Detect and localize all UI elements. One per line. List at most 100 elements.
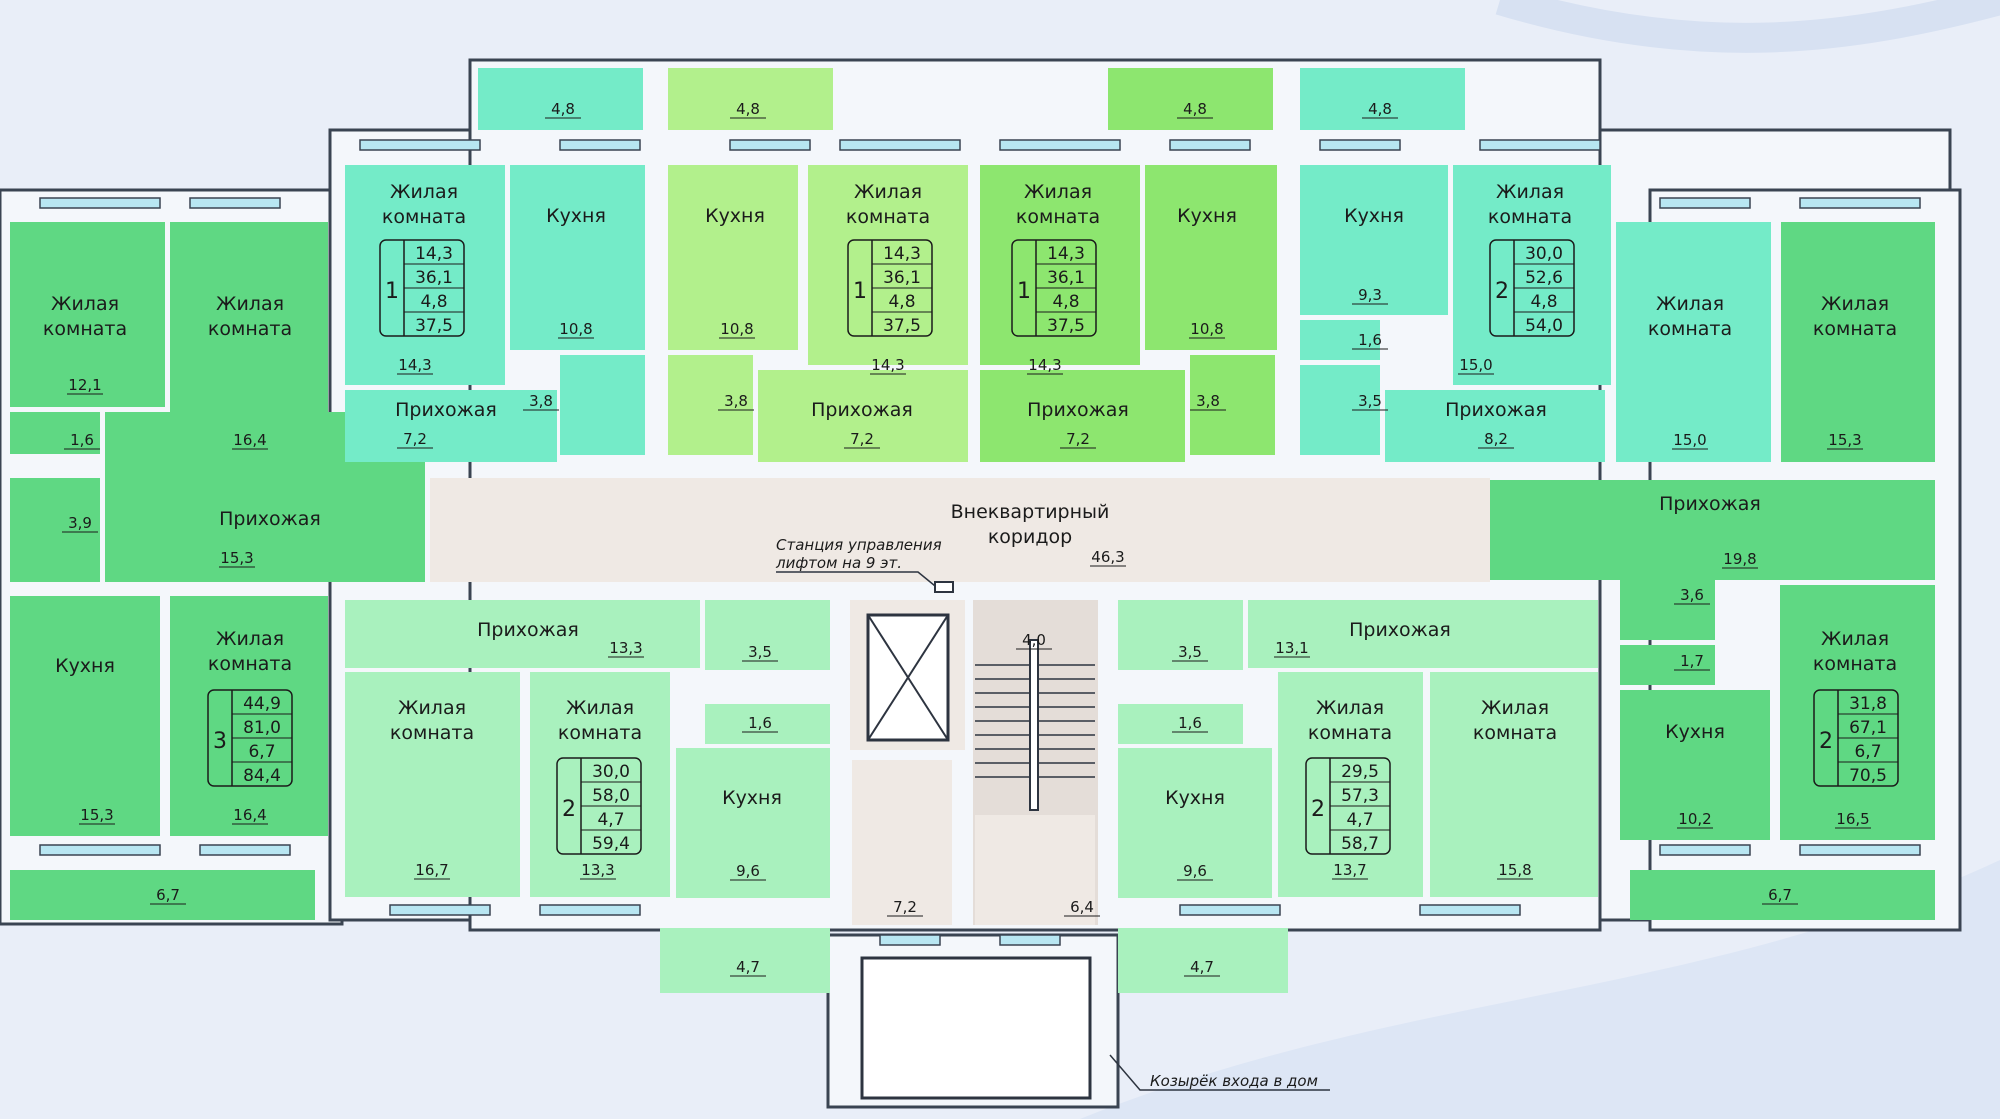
info-value: 6,7 [1854, 742, 1881, 762]
room-area-a4-kitchen: 10,8 [1190, 320, 1223, 338]
info-value: 4,8 [888, 292, 915, 312]
room-a2-kitchen [510, 165, 645, 350]
lift-station-note: Станция управления лифтом на 9 эт. [775, 536, 954, 593]
window [359, 139, 481, 151]
room-a1-kitchen [10, 596, 160, 836]
room-a4-kitchen [1145, 165, 1277, 350]
room-a6-living-2 [1780, 585, 1935, 840]
room-a8-balcony [1118, 928, 1288, 993]
window [879, 934, 941, 946]
room-a3-balcony [668, 68, 833, 130]
canopy-note: Козырёк входа в дом [1109, 1054, 1330, 1091]
stair-steps [975, 639, 1095, 811]
info-value: 30,0 [1525, 244, 1563, 264]
info-value: 14,3 [883, 244, 921, 264]
apartment-info-a1: 344,981,06,784,4 [207, 689, 293, 787]
windows [39, 139, 1921, 946]
room-area-a4-bath: 3,8 [1196, 392, 1220, 410]
room-area-a7-balcony: 4,7 [736, 958, 760, 976]
info-value: 29,5 [1341, 762, 1379, 782]
room-a7-balcony [660, 928, 830, 993]
info-value: 4,8 [420, 292, 447, 312]
room-area-a3-kitchen: 10,8 [720, 320, 753, 338]
room-a7-kitchen [676, 748, 830, 898]
info-value: 31,8 [1849, 694, 1887, 714]
room-area-a5-balcony: 4,8 [1368, 100, 1392, 118]
room-area-a6-kitchen: 10,2 [1678, 810, 1711, 828]
window [1419, 904, 1521, 916]
info-value: 4,8 [1052, 292, 1079, 312]
room-a3-hall [758, 370, 968, 462]
room-a1-bath [10, 478, 100, 582]
window [559, 139, 641, 151]
info-room-count: 2 [1495, 279, 1509, 304]
window [1179, 904, 1281, 916]
room-area-a6-living-2: 16,5 [1836, 810, 1869, 828]
info-value: 81,0 [243, 718, 281, 738]
elevator-cross-2 [867, 614, 949, 741]
room-name-a3-kitchen: Кухня [705, 205, 765, 227]
info-value: 4,7 [1346, 810, 1373, 830]
info-value: 37,5 [883, 316, 921, 336]
room-name-a2-kitchen: Кухня [546, 205, 606, 227]
room-area-a2-bath: 3,8 [529, 392, 553, 410]
room-area-a6-wc: 1,7 [1680, 652, 1704, 670]
entrance-canopy [860, 956, 1092, 1100]
window [1479, 139, 1601, 151]
room-area-a1-living-3: 16,4 [233, 806, 266, 824]
room-area-a2-living: 14,3 [398, 356, 431, 374]
background-swoosh-top [1495, 0, 2000, 53]
window [1799, 197, 1921, 209]
info-room-count: 1 [385, 279, 399, 304]
info-value: 44,9 [243, 694, 281, 714]
window [729, 139, 811, 151]
window [999, 139, 1121, 151]
apartment-info-boxes: 344,981,06,784,4114,336,14,837,5114,336,… [207, 239, 1899, 855]
info-value: 14,3 [1047, 244, 1085, 264]
info-value: 4,7 [597, 810, 624, 830]
info-value: 54,0 [1525, 316, 1563, 336]
room-a8-bath [1118, 600, 1243, 670]
window [389, 904, 491, 916]
info-room-count: 1 [1017, 279, 1031, 304]
room-area-a6-living-1: 15,3 [1828, 431, 1861, 449]
room-a8-living-1 [1278, 672, 1423, 897]
room-area-lobby-right: 6,4 [1070, 898, 1094, 916]
room-a1-living-1 [10, 222, 165, 407]
room-a7-living-1 [345, 672, 520, 897]
room-a7-wc [705, 704, 830, 744]
room-area-a3-hall: 7,2 [850, 430, 874, 448]
window [1319, 139, 1401, 151]
room-area-a8-living-2: 15,8 [1498, 861, 1531, 879]
apartment-info-a3: 114,336,14,837,5 [847, 239, 933, 337]
room-area-a6-hall: 19,8 [1723, 550, 1756, 568]
room-name-a6-kitchen: Кухня [1665, 721, 1725, 743]
info-value: 6,7 [248, 742, 275, 762]
room-a6-bath [1620, 545, 1715, 640]
apartment-info-a4: 114,336,14,837,5 [1011, 239, 1097, 337]
window [999, 934, 1061, 946]
room-area-a8-balcony: 4,7 [1190, 958, 1214, 976]
window [189, 197, 281, 209]
room-area-a2-balcony: 4,8 [551, 100, 575, 118]
room-a1-balcony [10, 870, 315, 920]
room-name-a2-hall: Прихожая [395, 399, 497, 421]
room-area-a8-bath: 3,5 [1178, 643, 1202, 661]
room-area-a3-bath: 3,8 [724, 392, 748, 410]
apartment-info-a5: 230,052,64,854,0 [1489, 239, 1575, 337]
stair-railing [1029, 639, 1039, 811]
room-a3-kitchen [668, 165, 798, 350]
room-a2-living [345, 165, 505, 385]
info-value: 36,1 [415, 268, 453, 288]
room-a4-hall [980, 370, 1185, 462]
room-a7-bath [705, 600, 830, 670]
info-value: 59,4 [592, 834, 630, 854]
